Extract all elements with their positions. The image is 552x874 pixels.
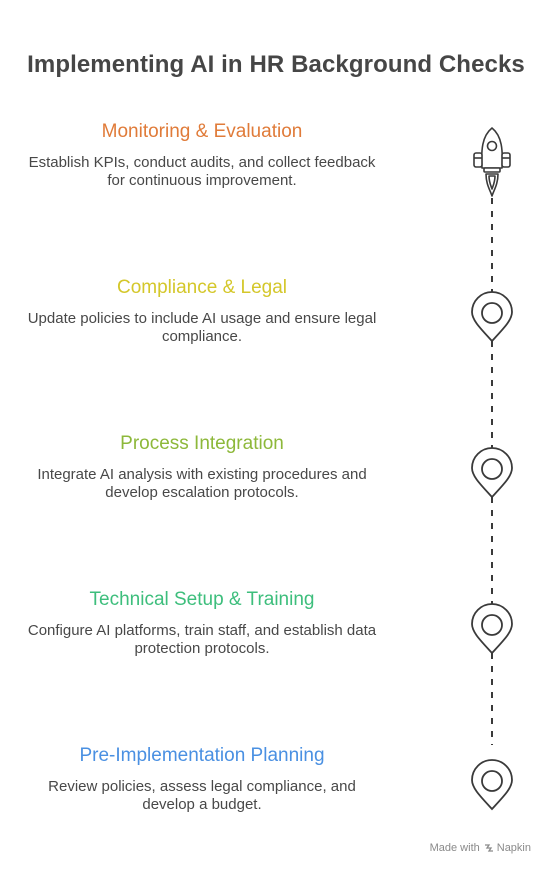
step-title: Process Integration (120, 433, 284, 454)
rocket-icon (473, 127, 511, 197)
napkin-watermark: Made with Napkin (430, 842, 531, 854)
location-pin-icon (471, 291, 513, 343)
step-compliance-legal: Compliance & Legal Update policies to in… (0, 276, 404, 346)
step-title: Technical Setup & Training (89, 589, 315, 610)
step-process-integration: Process Integration Integrate AI analysi… (0, 432, 404, 502)
napkin-brand: Napkin (484, 842, 531, 854)
location-pin-icon (471, 447, 513, 499)
page-title: Implementing AI in HR Background Checks (27, 51, 525, 78)
step-description: Establish KPIs, conduct audits, and coll… (28, 154, 376, 189)
step-monitoring-evaluation: Monitoring & Evaluation Establish KPIs, … (0, 120, 404, 190)
step-title: Monitoring & Evaluation (101, 121, 303, 142)
step-description: Configure AI platforms, train staff, and… (27, 622, 377, 657)
napkin-brand-label: Napkin (496, 842, 531, 854)
step-description: Update policies to include AI usage and … (27, 310, 377, 345)
napkin-logo-icon (484, 844, 493, 852)
step-description: Review policies, assess legal compliance… (48, 778, 356, 813)
location-pin-icon (471, 759, 513, 811)
step-pre-implementation-planning: Pre-Implementation Planning Review polic… (0, 744, 404, 814)
step-title: Compliance & Legal (116, 277, 288, 298)
step-description: Integrate AI analysis with existing proc… (37, 466, 367, 501)
made-with-label: Made with (429, 842, 480, 854)
step-title: Pre-Implementation Planning (79, 745, 325, 766)
step-technical-setup-training: Technical Setup & Training Configure AI … (0, 588, 404, 658)
location-pin-icon (471, 603, 513, 655)
